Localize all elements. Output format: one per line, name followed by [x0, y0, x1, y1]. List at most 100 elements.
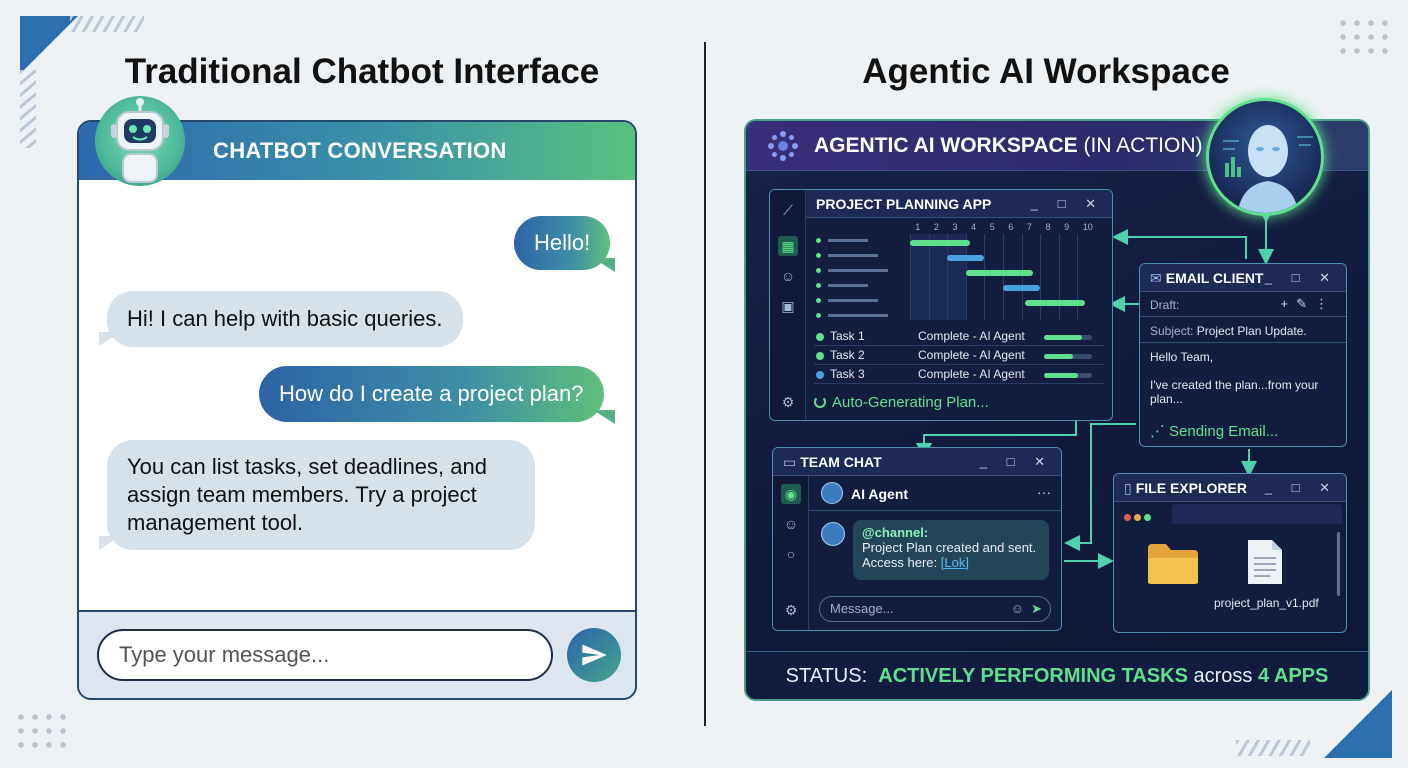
file-name[interactable]: project_plan_v1.pdf — [1214, 596, 1319, 610]
window-controls[interactable]: _ □ ✕ — [979, 454, 1053, 469]
corner-decoration — [1324, 690, 1392, 758]
message-text: You can list tasks, set deadlines, and a… — [127, 454, 487, 535]
bubble-tail — [593, 258, 615, 272]
task-name: Task 1 — [830, 329, 865, 343]
chatbot-window: CHATBOT CONVERSATION Hello! Hi! I can he… — [77, 120, 637, 700]
divider — [704, 42, 706, 726]
email-body: I've created the plan...from your plan..… — [1150, 378, 1319, 406]
timeline-tick: 1 — [915, 222, 921, 232]
user-message: How do I create a project plan? — [259, 366, 604, 422]
timeline-tick: 8 — [1045, 222, 1051, 232]
chat-header-title: CHATBOT CONVERSATION — [213, 138, 507, 163]
project-sidebar: ⟋ ▦ ☺ ▣ ⚙ — [770, 190, 806, 420]
chat-icon: ▭ — [783, 454, 797, 470]
comments-icon[interactable]: ○ — [786, 546, 796, 562]
chat-message: @channel: Project Plan created and sent.… — [853, 520, 1049, 580]
window-controls[interactable]: _ □ ✕ — [1030, 196, 1104, 211]
timeline-tick: 6 — [1008, 222, 1014, 232]
timeline-tick: 5 — [989, 222, 995, 232]
chat-input[interactable]: Message... ☺ ➤ — [819, 596, 1051, 622]
task-progress — [1044, 335, 1092, 340]
gantt-row-label — [816, 238, 896, 244]
dots-decoration — [14, 710, 70, 752]
gantt-bar — [910, 240, 970, 246]
right-heading: Agentic AI Workspace — [862, 52, 1230, 91]
more-icon[interactable]: ··· — [1037, 484, 1051, 500]
more-icon[interactable]: ⋮ — [1315, 296, 1336, 311]
file-icon: ▯ — [1124, 480, 1132, 496]
loading-icon: ⋰ — [1150, 423, 1165, 440]
timeline-tick: 4 — [971, 222, 977, 232]
emoji-icon[interactable]: ☺ — [1010, 601, 1024, 616]
bot-message: Hi! I can help with basic queries. — [107, 291, 463, 347]
wand-icon[interactable]: ⟋ — [783, 202, 793, 218]
calendar-icon[interactable]: ▣ — [781, 298, 795, 314]
send-button[interactable] — [567, 628, 621, 682]
gear-icon[interactable]: ⚙ — [781, 394, 795, 410]
bubble-tail — [99, 332, 121, 346]
task-row[interactable]: Task 1 Complete - AI Agent — [814, 328, 1104, 346]
chat-footer — [79, 610, 635, 698]
gantt-bar — [1025, 300, 1085, 306]
task-name: Task 3 — [830, 367, 865, 381]
gantt-row-label — [816, 253, 896, 259]
mention: @channel: — [862, 525, 929, 540]
task-progress — [1044, 373, 1092, 378]
timeline-tick: 2 — [933, 222, 939, 232]
file-explorer-window: ▯FILE EXPLORER _ □ ✕ project_plan_v1.pdf — [1113, 473, 1347, 633]
status-bar: STATUS: ACTIVELY PERFORMING TASKS across… — [746, 651, 1368, 699]
bot-message: You can list tasks, set deadlines, and a… — [107, 440, 535, 550]
chat-sidebar: ◉ ☺ ○ ⚙ — [773, 476, 809, 630]
send-icon[interactable]: ➤ — [1031, 601, 1042, 616]
project-footer: Auto-Generating Plan... — [814, 394, 989, 411]
message-link[interactable]: [Lok] — [940, 555, 969, 570]
users-icon[interactable]: ☺ — [783, 516, 799, 532]
bubble-tail — [99, 536, 121, 550]
timeline-tick: 9 — [1064, 222, 1070, 232]
draft-label: Draft: — [1150, 298, 1180, 312]
task-name: Task 2 — [830, 348, 865, 362]
robot-avatar — [95, 96, 185, 186]
gantt-bar — [1003, 285, 1041, 291]
message-input[interactable] — [97, 629, 553, 681]
message-text: Hi! I can help with basic queries. — [127, 306, 443, 331]
agentic-workspace: AGENTIC AI WORKSPACE (IN ACTION) ⟋ ▦ ☺ ▣… — [744, 119, 1370, 701]
email-subject: Subject: Project Plan Update. — [1150, 324, 1307, 338]
window-controls[interactable]: _ □ ✕ — [1264, 270, 1338, 285]
grid-icon[interactable]: ▦ — [778, 236, 798, 256]
bubble-tail — [593, 410, 615, 424]
edit-icon[interactable]: ✎ — [1296, 296, 1315, 311]
gear-icon[interactable]: ⚙ — [784, 602, 798, 618]
left-heading: Traditional Chatbot Interface — [124, 52, 600, 91]
gantt-row-label — [816, 283, 896, 289]
chat-bubbles-icon[interactable]: ◉ — [781, 484, 801, 504]
window-controls[interactable]: _ □ ✕ — [1264, 480, 1338, 495]
timeline-tick: 7 — [1026, 222, 1032, 232]
scrollbar[interactable] — [1337, 532, 1340, 596]
ai-agent-avatar — [1206, 98, 1324, 216]
mail-icon: ✉ — [1150, 270, 1162, 286]
stripe-decoration — [70, 16, 144, 32]
task-status-dot — [816, 333, 824, 341]
network-icon — [768, 131, 798, 161]
task-status: Complete - AI Agent — [918, 329, 1025, 343]
workspace-title: AGENTIC AI WORKSPACE (IN ACTION) — [814, 134, 1203, 157]
agent-name: AI Agent — [851, 486, 909, 502]
folder-icon[interactable] — [1146, 542, 1200, 586]
email-toolbar: +✎⋮ — [1281, 296, 1337, 312]
email-client-window: ✉EMAIL CLIENT _ □ ✕ Draft: +✎⋮ Subject: … — [1139, 263, 1347, 447]
loading-icon — [814, 396, 826, 408]
timeline-tick: 3 — [952, 222, 958, 232]
pdf-file-icon[interactable] — [1246, 538, 1284, 586]
send-icon — [582, 644, 607, 666]
email-greeting: Hello Team, — [1150, 350, 1214, 364]
users-icon[interactable]: ☺ — [780, 268, 796, 284]
add-icon[interactable]: + — [1280, 296, 1297, 311]
task-progress — [1044, 354, 1092, 359]
gantt-bar — [965, 270, 1033, 276]
email-footer: ⋰Sending Email... — [1150, 423, 1279, 440]
agent-avatar-small — [821, 522, 845, 546]
